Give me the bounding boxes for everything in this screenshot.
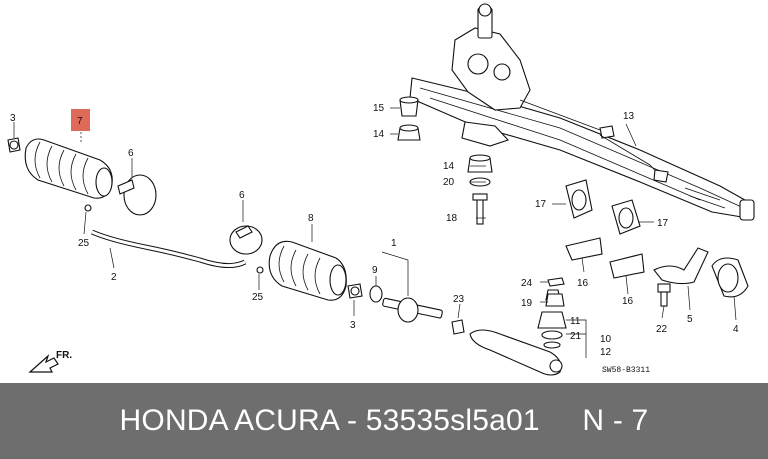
steering-gearbox-assembly (409, 3, 755, 221)
callout-12: 12 (600, 347, 612, 358)
clamp-bracket-upper (565, 179, 593, 219)
callout-17-right: 17 (657, 218, 669, 229)
direction-label: FR. (56, 350, 72, 361)
callout-21: 21 (570, 331, 582, 342)
callout-6-top: 6 (128, 148, 134, 159)
callout-10: 10 (600, 334, 612, 345)
bushing-lower (397, 124, 421, 141)
highlight-box (71, 109, 90, 131)
callout-2: 2 (111, 272, 117, 283)
front-direction-arrow: FR. (28, 350, 72, 373)
part-number-caption: HONDA ACURA - 53535sl5a01 N - 7 (119, 404, 649, 437)
callout-25-left: 25 (78, 238, 90, 249)
bushing-upper (399, 96, 419, 117)
boot-clamp-band-lower (229, 225, 263, 255)
mount-bushing-large (711, 257, 749, 298)
callout-3-lower: 3 (350, 320, 356, 331)
callout-11: 11 (570, 316, 581, 327)
nut-top-left (7, 137, 21, 153)
breather-tube (84, 204, 247, 268)
callout-15: 15 (373, 103, 385, 114)
callout-24: 24 (521, 278, 533, 289)
clamp-bracket-lower (611, 199, 641, 235)
callout-5: 5 (687, 314, 693, 325)
dust-seal-boot (24, 138, 113, 199)
callout-22: 22 (656, 324, 668, 335)
callout-8: 8 (308, 213, 314, 224)
mount-plate-right (609, 253, 645, 279)
callout-20: 20 (443, 177, 455, 188)
callout-1: 1 (391, 238, 397, 249)
gearbox-bracket (653, 247, 709, 285)
castle-nut (545, 293, 565, 307)
callout-9: 9 (372, 265, 378, 276)
parts-diagram: FR. SW58-B3311 3 7 6 25 (7, 3, 755, 376)
tie-rod-end (451, 319, 563, 376)
drawing-code: SW58-B3311 (602, 366, 650, 375)
callout-14-lower: 14 (443, 161, 455, 172)
nut-lower (347, 283, 363, 299)
callout-25-right: 25 (252, 292, 264, 303)
callout-19: 19 (521, 298, 533, 309)
tie-rod-inner (369, 285, 443, 323)
mount-stack (467, 154, 493, 225)
callout-3-top: 3 (10, 113, 16, 124)
diagram-canvas: FR. SW58-B3311 3 7 6 25 (7, 3, 755, 376)
boot-clamp-band (117, 174, 157, 216)
callout-16-right: 16 (622, 296, 634, 307)
callout-7: 7 (77, 116, 83, 127)
leader-lines (13, 107, 737, 358)
mount-plate-left (565, 237, 603, 261)
callout-6-lower: 6 (239, 190, 245, 201)
callout-23: 23 (453, 294, 465, 305)
dust-seal-boot-right (268, 240, 347, 301)
flange-bolt (657, 283, 671, 307)
callout-18: 18 (446, 213, 458, 224)
callout-4: 4 (733, 324, 739, 335)
callout-16-left: 16 (577, 278, 589, 289)
callout-13: 13 (623, 111, 635, 122)
part-number-banner: HONDA ACURA - 53535sl5a01 N - 7 (0, 383, 768, 459)
callout-17-left: 17 (535, 199, 547, 210)
callout-14-upper: 14 (373, 129, 385, 140)
clip-small (256, 266, 264, 274)
cotter-pin (547, 277, 565, 287)
